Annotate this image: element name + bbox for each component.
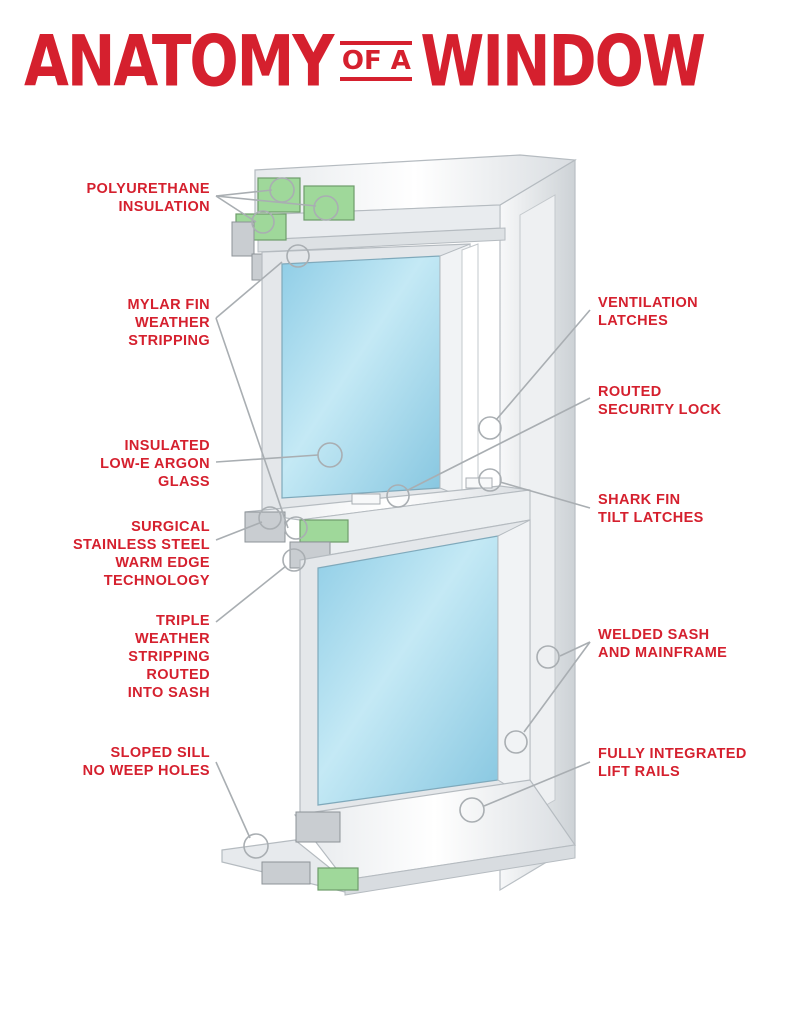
label-triple-weather-stripping: TRIPLE WEATHER STRIPPING ROUTED INTO SAS… <box>127 613 210 701</box>
callout-lines <box>215 177 591 859</box>
lower-sash <box>299 519 531 826</box>
meeting-rail <box>244 477 531 569</box>
sloped-sill <box>221 779 577 896</box>
label-security-lock: ROUTED SECURITY LOCK <box>598 384 722 418</box>
upper-glass <box>281 255 441 499</box>
security-lock-shape <box>351 493 381 505</box>
title-part-anatomy: ANATOMY <box>24 19 334 103</box>
label-mylar-fin: MYLAR FIN WEATHER STRIPPING <box>127 297 210 349</box>
title-rule-bottom <box>340 77 413 81</box>
title-part-of-a: OF A <box>341 46 411 76</box>
label-insulated-glass: INSULATED LOW-E ARGON GLASS <box>100 438 210 490</box>
label-stainless-steel: SURGICAL STAINLESS STEEL WARM EDGE TECHN… <box>72 519 210 589</box>
upper-sash <box>261 243 479 511</box>
sill-insulation <box>317 867 359 891</box>
title-part-window: WINDOW <box>420 19 706 103</box>
title-part-of-a-wrap: OF A <box>340 39 413 83</box>
label-sloped-sill: SLOPED SILL NO WEEP HOLES <box>82 745 210 779</box>
label-shark-fin: SHARK FIN TILT LATCHES <box>598 492 704 526</box>
page-title: ANATOMY OF A WINDOW <box>24 20 706 103</box>
lower-glass <box>317 535 499 806</box>
title-rule-top <box>340 41 413 45</box>
label-polyurethane-insulation: POLYURETHANE INSULATION <box>86 181 210 215</box>
label-lift-rails: FULLY INTEGRATED LIFT RAILS <box>598 746 747 780</box>
head-insulation-2 <box>303 185 355 221</box>
label-ventilation-latches: VENTILATION LATCHES <box>598 295 698 329</box>
label-welded-sash: WELDED SASH AND MAINFRAME <box>598 627 728 661</box>
